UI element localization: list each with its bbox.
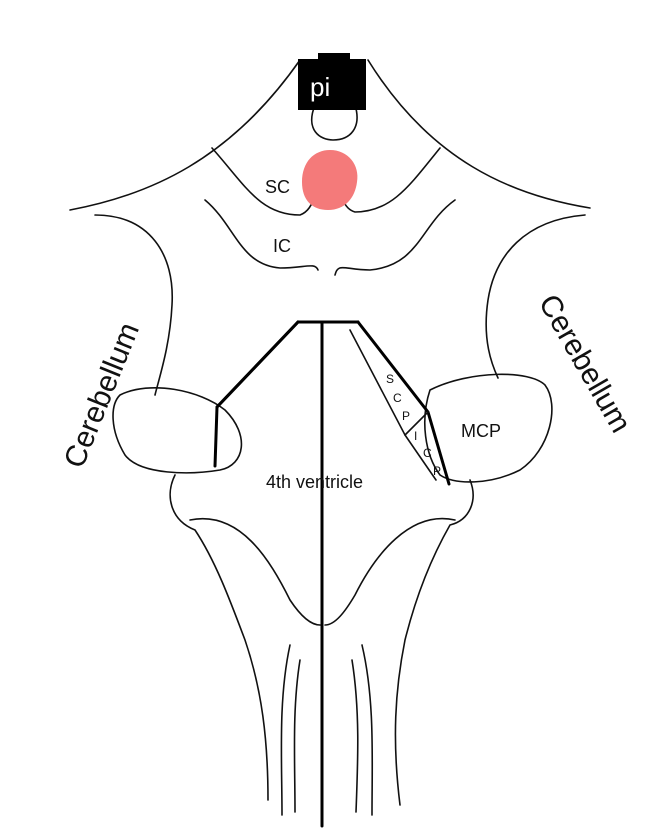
ic-right-fold [334,199,456,276]
pineal-label-box-tab [318,53,350,63]
right-scp-icp-divider [404,411,429,436]
right-scp-boundary [356,320,451,486]
scp-letter-s: S [386,372,394,386]
pineal-body-outline [310,104,358,141]
right-peduncle-outline [424,373,553,483]
ic-label: IC [273,236,291,256]
sc-label: SC [265,177,290,197]
left-scp-diagonal [215,320,300,409]
sc-left-fold [211,147,316,216]
pineal-label: pi [310,72,330,102]
icp-letter-p: P [433,464,441,478]
right-lower-contour [394,479,474,806]
scp-letter-p: P [402,409,410,423]
cerebellum-left-label: Cerebellum [58,318,146,473]
scp-letter-c: C [393,391,402,405]
fourth-ventricle-label: 4th ventricle [266,472,363,492]
cerebellum-right-label: Cerebellum [532,289,637,438]
floor-right-curve [324,517,456,626]
left-cerebellar-contour [94,214,173,396]
lower-column-left-outer [280,644,291,816]
icp-letter-c: C [423,446,432,460]
left-peduncle-outline [112,387,243,474]
right-upper-contour [367,59,591,209]
lower-column-left-inner [293,659,301,813]
sc-right-fold [342,147,441,213]
pineal-label-box [298,59,366,110]
lower-column-right-outer [361,644,374,816]
mcp-label: MCP [461,421,501,441]
lower-column-right-inner [351,659,359,813]
ic-left-fold [204,199,319,271]
superior-colliculus-highlight [302,150,358,210]
right-cerebellar-contour [485,214,586,379]
left-upper-contour [69,59,301,211]
floor-left-curve [189,517,321,626]
left-lower-contour [169,474,269,801]
icp-letter-i: I [414,429,417,443]
